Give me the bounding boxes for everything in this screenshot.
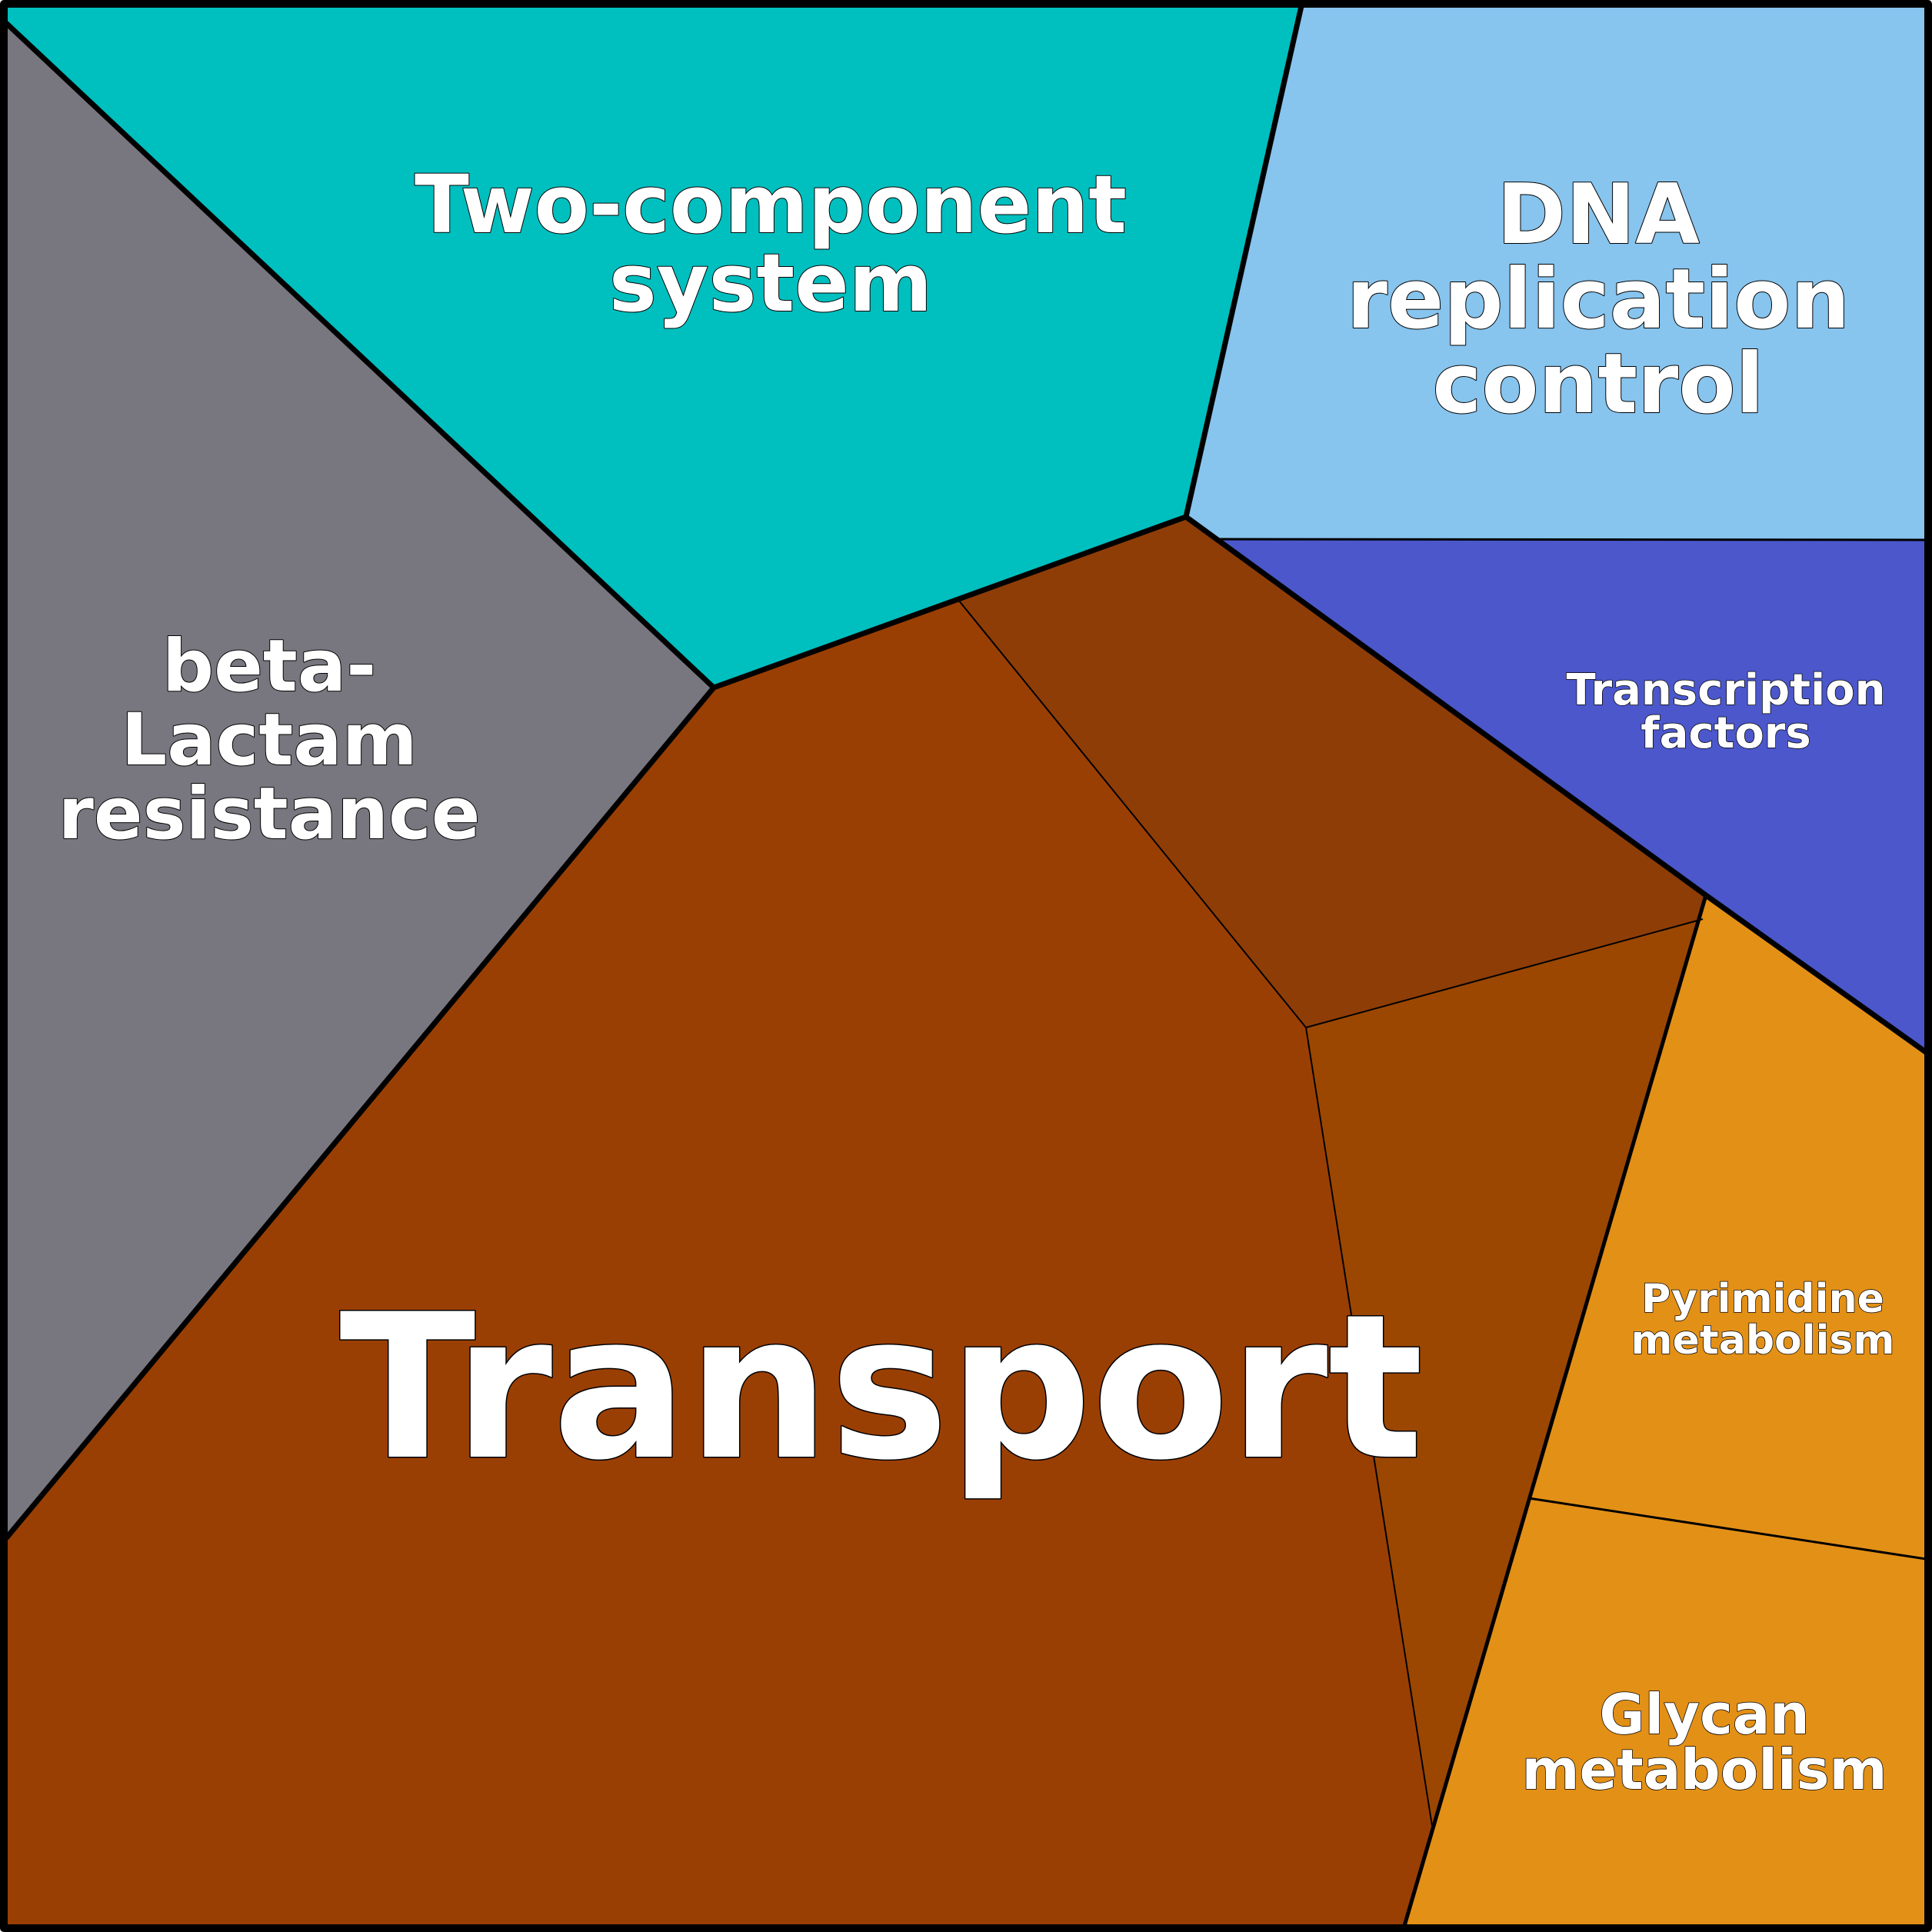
cell-two-component[interactable] [6,6,1301,688]
cell-glycan[interactable] [1404,1498,1926,1926]
label-dna-replication-line-1: DNA [1497,167,1700,263]
label-dna-replication-line-3: control [1432,336,1764,432]
cell-transport-sub-a[interactable] [958,517,1706,1028]
label-transcription-line-1: Transcription [1566,665,1885,715]
label-two-component-line-2: system [609,236,932,330]
cell-transport[interactable] [6,600,1432,1926]
label-beta-lactam-line-1: beta- [162,625,376,708]
border-beta-two-component [4,21,716,690]
label-dna-replication-line-2: replication [1347,251,1850,348]
cell-dna-replication[interactable] [1186,6,1926,540]
border-pyrimidine-glycan [1528,1497,1927,1561]
label-glycan-line-2: metabolism [1521,1737,1887,1802]
border-transport-metabolism [1402,894,1708,1927]
cell-pyrimidine[interactable] [1529,895,1926,1559]
label-transport-line-1: Transport [339,1272,1424,1504]
label-transcription-line-2: factors [1641,708,1811,758]
label-transport: Transport [339,1272,1424,1504]
border-transport-inner-2 [1305,1027,1433,1827]
label-two-component-line-1: Two-component [415,158,1127,251]
label-glycan-line-1: Glycan [1599,1682,1809,1747]
border-two-component-transport [712,514,1188,691]
border-two-component-dna [1183,5,1304,518]
cell-transport-sub-b[interactable] [1306,919,1703,1826]
label-pyrimidine-line-2: metabolism [1631,1317,1894,1364]
label-beta-lactam-line-2: Lactam [121,698,417,782]
cell-beta-lactam[interactable] [6,23,714,1538]
label-pyrimidine-line-1: Pyrimidine [1641,1276,1884,1322]
border-dna-transcription [1218,538,1927,541]
border-beta-transport [4,685,716,1541]
label-beta-lactam-line-3: resistance [58,772,481,856]
